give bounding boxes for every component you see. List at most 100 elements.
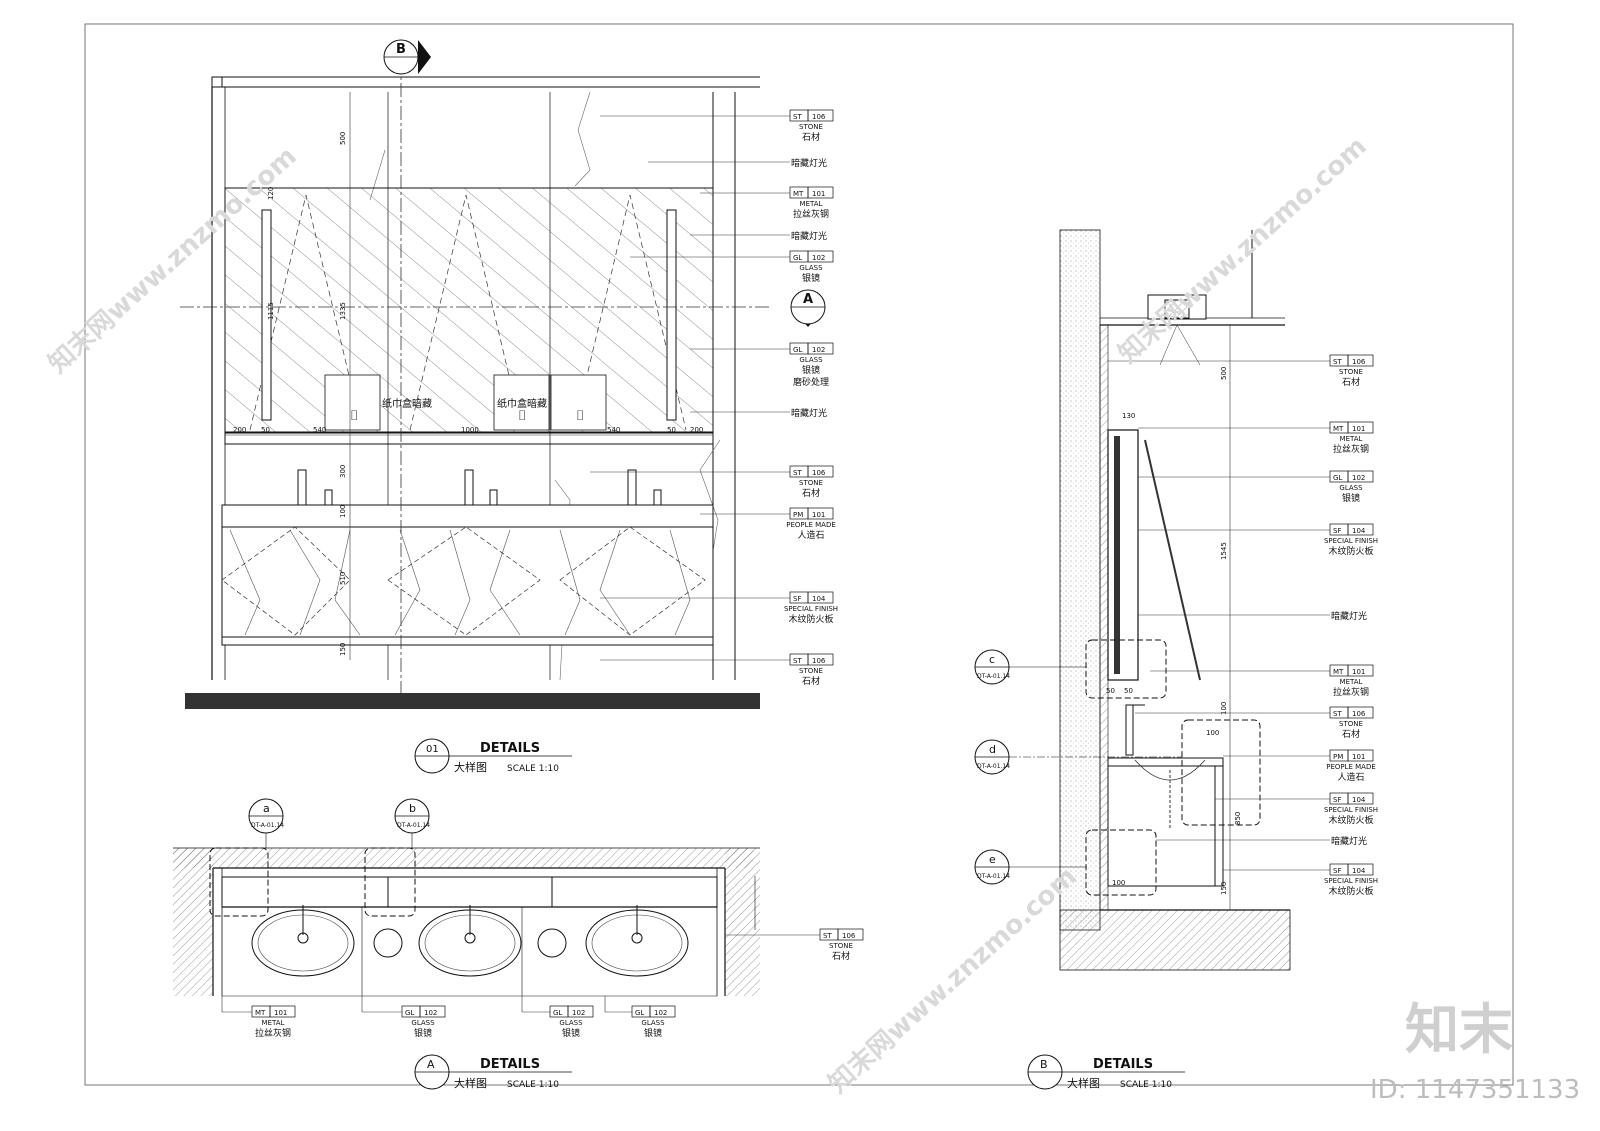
tissue-icon: ⌷ [576,408,584,424]
svg-text:102: 102 [572,1009,585,1017]
plan-drawing [173,847,820,997]
svg-text:d: d [989,743,996,756]
svg-text:DETAILS: DETAILS [480,741,540,756]
svg-text:DT-A-01.14: DT-A-01.14 [397,822,430,829]
svg-text:102: 102 [1352,474,1365,482]
detail-title-B: B DETAILS 大样图 SCALE 1:10 [1027,1054,1185,1090]
elevation-drawing: 纸巾盒暗藏 纸巾盒暗藏 ⌷ ⌷ ⌷ 500 120 1115 1335 300 … [180,39,826,709]
svg-text:102: 102 [812,346,825,354]
svg-text:DT-A-01.14: DT-A-01.14 [977,763,1010,770]
dim-label: 300 [339,465,347,478]
detail-title-A: A DETAILS 大样图 SCALE 1:10 [414,1054,572,1090]
dim-label: 50 [1124,687,1133,695]
dim-label: 150 [1220,882,1228,895]
svg-text:STONE: STONE [829,942,853,950]
dim-label: 130 [1122,412,1135,420]
svg-text:PM: PM [793,511,803,519]
svg-text:拉丝灰钢: 拉丝灰钢 [255,1027,291,1039]
dim-label: 200 [233,426,246,434]
svg-text:SPECIAL FINISH: SPECIAL FINISH [784,605,838,613]
tissue-icon: ⌷ [350,408,358,424]
svg-text:STONE: STONE [799,667,823,675]
svg-text:METAL: METAL [262,1019,285,1027]
svg-text:拉丝灰钢: 拉丝灰钢 [1333,686,1369,698]
elev-light-label-3: 暗藏灯光 [791,407,827,419]
svg-text:DT-A-01.14: DT-A-01.14 [977,873,1010,880]
svg-text:SF: SF [1333,527,1341,535]
svg-text:DETAILS: DETAILS [480,1057,540,1072]
svg-text:ST: ST [1333,710,1342,718]
svg-text:人造石: 人造石 [1337,771,1364,783]
tissue-hole-icon [537,928,567,958]
svg-text:GLASS: GLASS [641,1019,665,1027]
svg-text:木纹防火板: 木纹防火板 [788,613,833,625]
svg-text:ST: ST [793,657,802,665]
svg-text:106: 106 [812,113,826,121]
svg-text:MT: MT [1333,425,1344,433]
dim-label: 850 [1234,812,1242,825]
svg-text:STONE: STONE [799,479,823,487]
tissue-label-2: 纸巾盒暗藏 [497,397,547,410]
svg-text:GLASS: GLASS [1339,484,1363,492]
section-leaders [1108,360,1330,871]
svg-text:METAL: METAL [1340,678,1363,686]
sheet-border [84,23,1514,1086]
svg-text:石材: 石材 [802,131,820,143]
svg-text:GL: GL [553,1009,562,1017]
svg-text:METAL: METAL [800,200,823,208]
svg-text:ST: ST [823,932,832,940]
svg-text:木纹防火板: 木纹防火板 [1328,885,1373,897]
svg-text:石材: 石材 [832,950,850,962]
svg-text:石材: 石材 [802,487,820,499]
tissue-label-1: 纸巾盒暗藏 [382,397,432,410]
svg-text:101: 101 [1352,668,1365,676]
tissue-icon: ⌷ [518,408,526,424]
svg-text:MT: MT [1333,668,1344,676]
svg-text:106: 106 [842,932,856,940]
dim-label: 510 [339,572,347,585]
svg-text:PEOPLE MADE: PEOPLE MADE [786,521,836,529]
svg-text:GLASS: GLASS [411,1019,435,1027]
dim-label: 1545 [1220,542,1228,560]
section-ref-c: c DT-A-01.14 [974,649,1087,685]
svg-text:银镜: 银镜 [1342,492,1360,504]
svg-text:106: 106 [1352,358,1366,366]
svg-text:SPECIAL FINISH: SPECIAL FINISH [1324,537,1378,545]
plan-leaders [221,996,632,1013]
svg-text:石材: 石材 [1342,376,1360,388]
svg-text:A: A [427,1058,435,1071]
svg-text:银镜: 银镜 [802,364,820,376]
svg-text:104: 104 [1352,527,1366,535]
svg-text:大样图: 大样图 [454,760,487,774]
faucet-icon [627,469,637,506]
svg-text:102: 102 [654,1009,667,1017]
svg-text:GLASS: GLASS [799,356,823,364]
svg-text:PM: PM [1333,753,1343,761]
dim-label: 540 [607,426,620,434]
svg-text:GL: GL [635,1009,644,1017]
svg-text:木纹防火板: 木纹防火板 [1328,545,1373,557]
svg-text:DT-A-01.14: DT-A-01.14 [251,822,284,829]
svg-text:SCALE 1:10: SCALE 1:10 [507,1080,559,1090]
svg-text:01: 01 [426,744,439,755]
svg-text:SF: SF [1333,796,1341,804]
section-ref-e: e DT-A-01.14 [974,849,1087,885]
svg-text:101: 101 [274,1009,287,1017]
svg-text:大样图: 大样图 [454,1076,487,1090]
svg-text:STONE: STONE [1339,720,1363,728]
faucet-icon [297,469,307,506]
svg-text:GL: GL [405,1009,414,1017]
svg-text:SPECIAL FINISH: SPECIAL FINISH [1324,806,1378,814]
svg-text:MT: MT [793,190,804,198]
svg-text:ST: ST [793,113,802,121]
